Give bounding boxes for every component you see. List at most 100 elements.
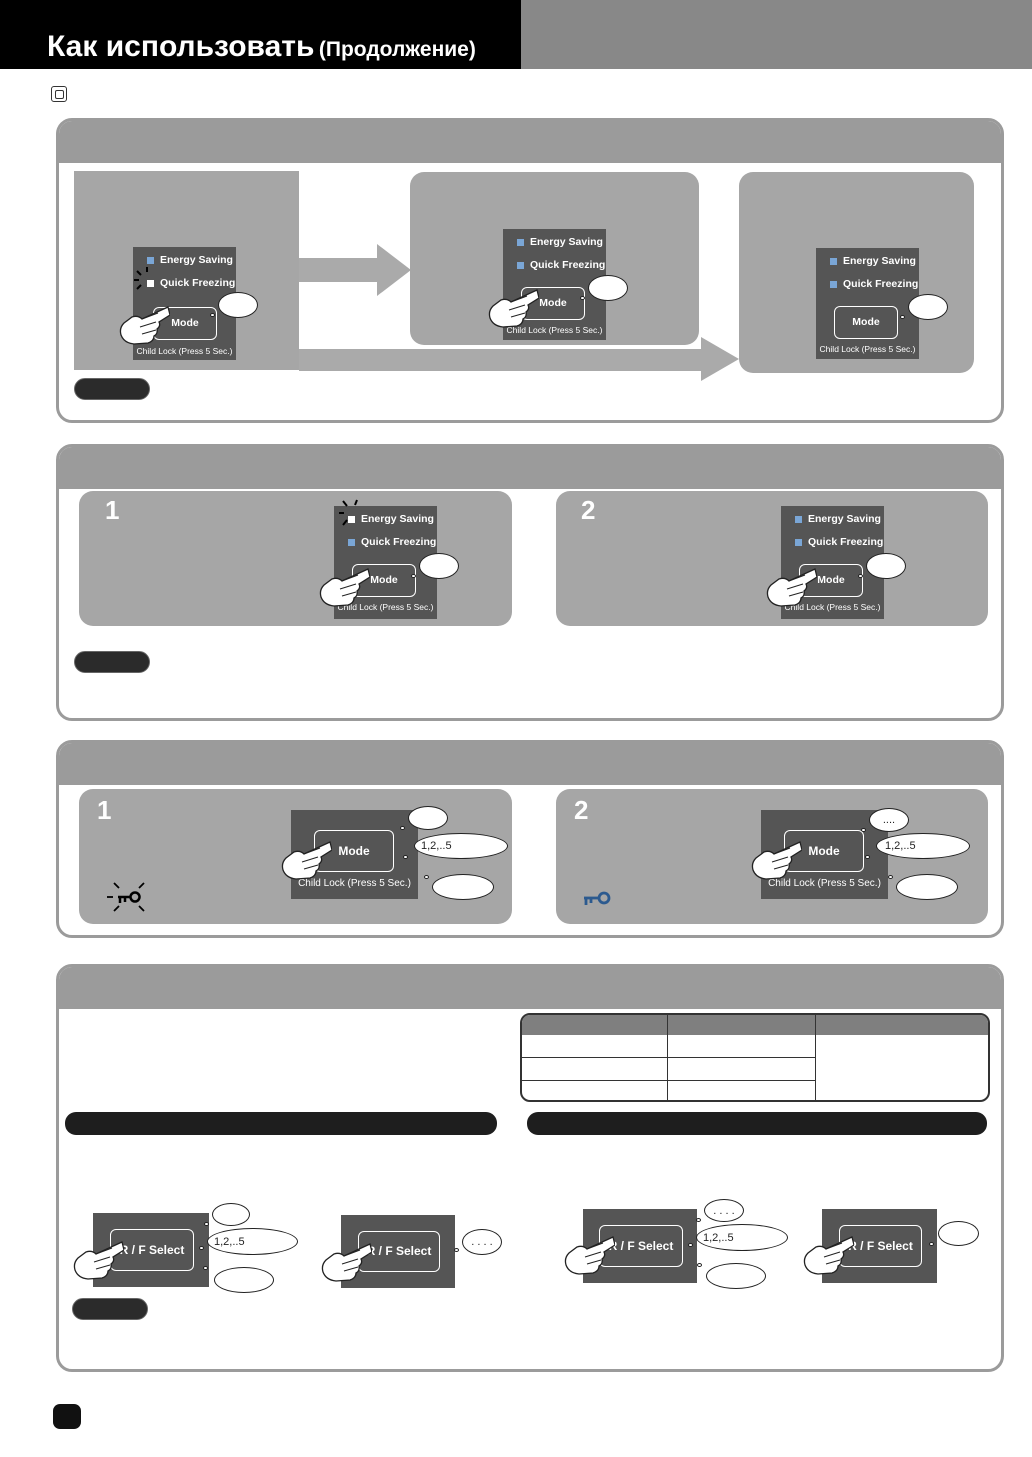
note-badge	[74, 378, 150, 400]
callout-bubble	[214, 1267, 274, 1293]
led-blinking-icon	[147, 279, 154, 287]
quick-freezing-label: Quick Freezing	[843, 278, 919, 290]
note-badge	[74, 651, 150, 673]
arrow-shaft	[299, 258, 379, 282]
hand-pointer-icon	[488, 289, 539, 328]
callout-bubble	[706, 1263, 766, 1289]
table-divider	[522, 1057, 816, 1058]
quick-freezing-label: Quick Freezing	[530, 259, 606, 271]
bubble-tail	[199, 1246, 204, 1250]
callout-bubble	[866, 553, 906, 579]
section-header	[59, 121, 1001, 163]
callout-bubble	[908, 294, 948, 320]
callout-bubble	[588, 275, 628, 301]
callout-bubble-sequence: 1,2,..5	[207, 1228, 298, 1255]
subsection-bar	[65, 1112, 497, 1135]
bubble-tail	[400, 826, 405, 830]
dots-text: ....	[882, 814, 896, 826]
hand-pointer-icon	[321, 1243, 372, 1282]
led-icon	[795, 538, 802, 546]
led-icon	[795, 515, 802, 523]
rf-select-label: R / F Select	[848, 1239, 913, 1253]
bubble-tail	[403, 855, 408, 859]
title-main: Как использовать	[47, 30, 315, 63]
section-header	[59, 967, 1001, 1009]
arrow-right-icon	[377, 244, 411, 296]
arrow-right-icon	[701, 337, 739, 381]
callout-bubble-sequence: 1,2,..5	[876, 833, 970, 859]
bubble-tail	[580, 296, 585, 300]
dots-text: . . . .	[471, 1236, 493, 1248]
callout-bubble-dots: . . . .	[462, 1229, 502, 1255]
led-icon	[348, 538, 355, 546]
bubble-tail	[454, 1248, 459, 1252]
step-number: 2	[581, 495, 596, 525]
callout-bubble-dots: . . . .	[704, 1199, 744, 1222]
mode-label: Mode	[808, 844, 840, 858]
header-gray-bar	[521, 0, 1032, 69]
callout-bubble-sequence: 1,2,..5	[696, 1224, 788, 1251]
arrow-shaft-long	[299, 349, 703, 371]
bubble-tail	[204, 1222, 209, 1226]
callout-bubble	[419, 553, 459, 579]
led-icon	[147, 256, 154, 264]
child-lock-label: Child Lock (Press 5 Sec.)	[337, 602, 434, 612]
mode-label: Mode	[539, 297, 567, 309]
note-badge	[72, 1298, 148, 1320]
callout-bubble	[896, 874, 958, 900]
mode-label: Mode	[852, 316, 880, 328]
child-lock-label: Child Lock (Press 5 Sec.)	[298, 878, 411, 889]
led-icon	[517, 261, 524, 269]
settings-table	[520, 1013, 990, 1102]
mode-label: Mode	[338, 844, 370, 858]
child-lock-label: Child Lock (Press 5 Sec.)	[136, 346, 233, 356]
sequence-text: 1,2,..5	[885, 840, 916, 852]
rf-select-label: R / F Select	[119, 1243, 185, 1257]
mode-button[interactable]: Mode	[834, 306, 898, 339]
square-icon	[51, 86, 67, 102]
energy-saving-label: Energy Saving	[843, 255, 916, 267]
child-lock-label: Child Lock (Press 5 Sec.)	[768, 878, 881, 889]
energy-saving-label: Energy Saving	[160, 254, 233, 266]
bubble-tail	[210, 313, 215, 317]
hand-pointer-icon	[73, 1241, 124, 1280]
quick-freezing-label: Quick Freezing	[160, 277, 236, 289]
bubble-tail	[411, 574, 416, 578]
led-icon	[830, 280, 837, 288]
step-number: 1	[97, 795, 112, 825]
rf-select-label: R / F Select	[366, 1244, 432, 1258]
key-icon	[584, 891, 611, 905]
bubble-tail	[688, 1243, 693, 1247]
step-number: 1	[105, 495, 120, 525]
child-lock-label: Child Lock (Press 5 Sec.)	[784, 602, 881, 612]
callout-bubble	[218, 292, 258, 318]
energy-saving-label: Energy Saving	[361, 513, 434, 525]
bubble-tail	[865, 855, 870, 859]
step-number: 2	[574, 795, 589, 825]
page-title: Как использовать (Продолжение)	[47, 30, 476, 64]
child-lock-label: Child Lock (Press 5 Sec.)	[506, 325, 603, 335]
header-bar	[0, 0, 521, 69]
quick-freezing-label: Quick Freezing	[361, 536, 437, 548]
callout-bubble	[212, 1203, 250, 1226]
callout-bubble-sequence: 1,2,..5	[414, 833, 508, 859]
bubble-tail	[858, 574, 863, 578]
led-icon	[517, 238, 524, 246]
callout-bubble-dots: ....	[869, 808, 909, 832]
hand-pointer-icon	[319, 568, 370, 607]
bubble-tail	[900, 315, 905, 319]
mode-label: Mode	[171, 317, 199, 329]
bubble-tail	[697, 1263, 702, 1267]
child-lock-label: Child Lock (Press 5 Sec.)	[819, 344, 916, 354]
led-blinking-icon	[348, 515, 355, 523]
hand-pointer-icon	[751, 841, 802, 880]
sequence-text: 1,2,..5	[703, 1231, 734, 1244]
title-sub: (Продолжение)	[318, 38, 476, 61]
bubble-tail	[696, 1218, 701, 1222]
hand-pointer-icon	[766, 568, 817, 607]
bubble-tail	[203, 1266, 208, 1270]
quick-freezing-label: Quick Freezing	[808, 536, 884, 548]
bubble-tail	[888, 875, 893, 879]
energy-saving-label: Energy Saving	[808, 513, 881, 525]
page-number-badge	[53, 1404, 81, 1429]
